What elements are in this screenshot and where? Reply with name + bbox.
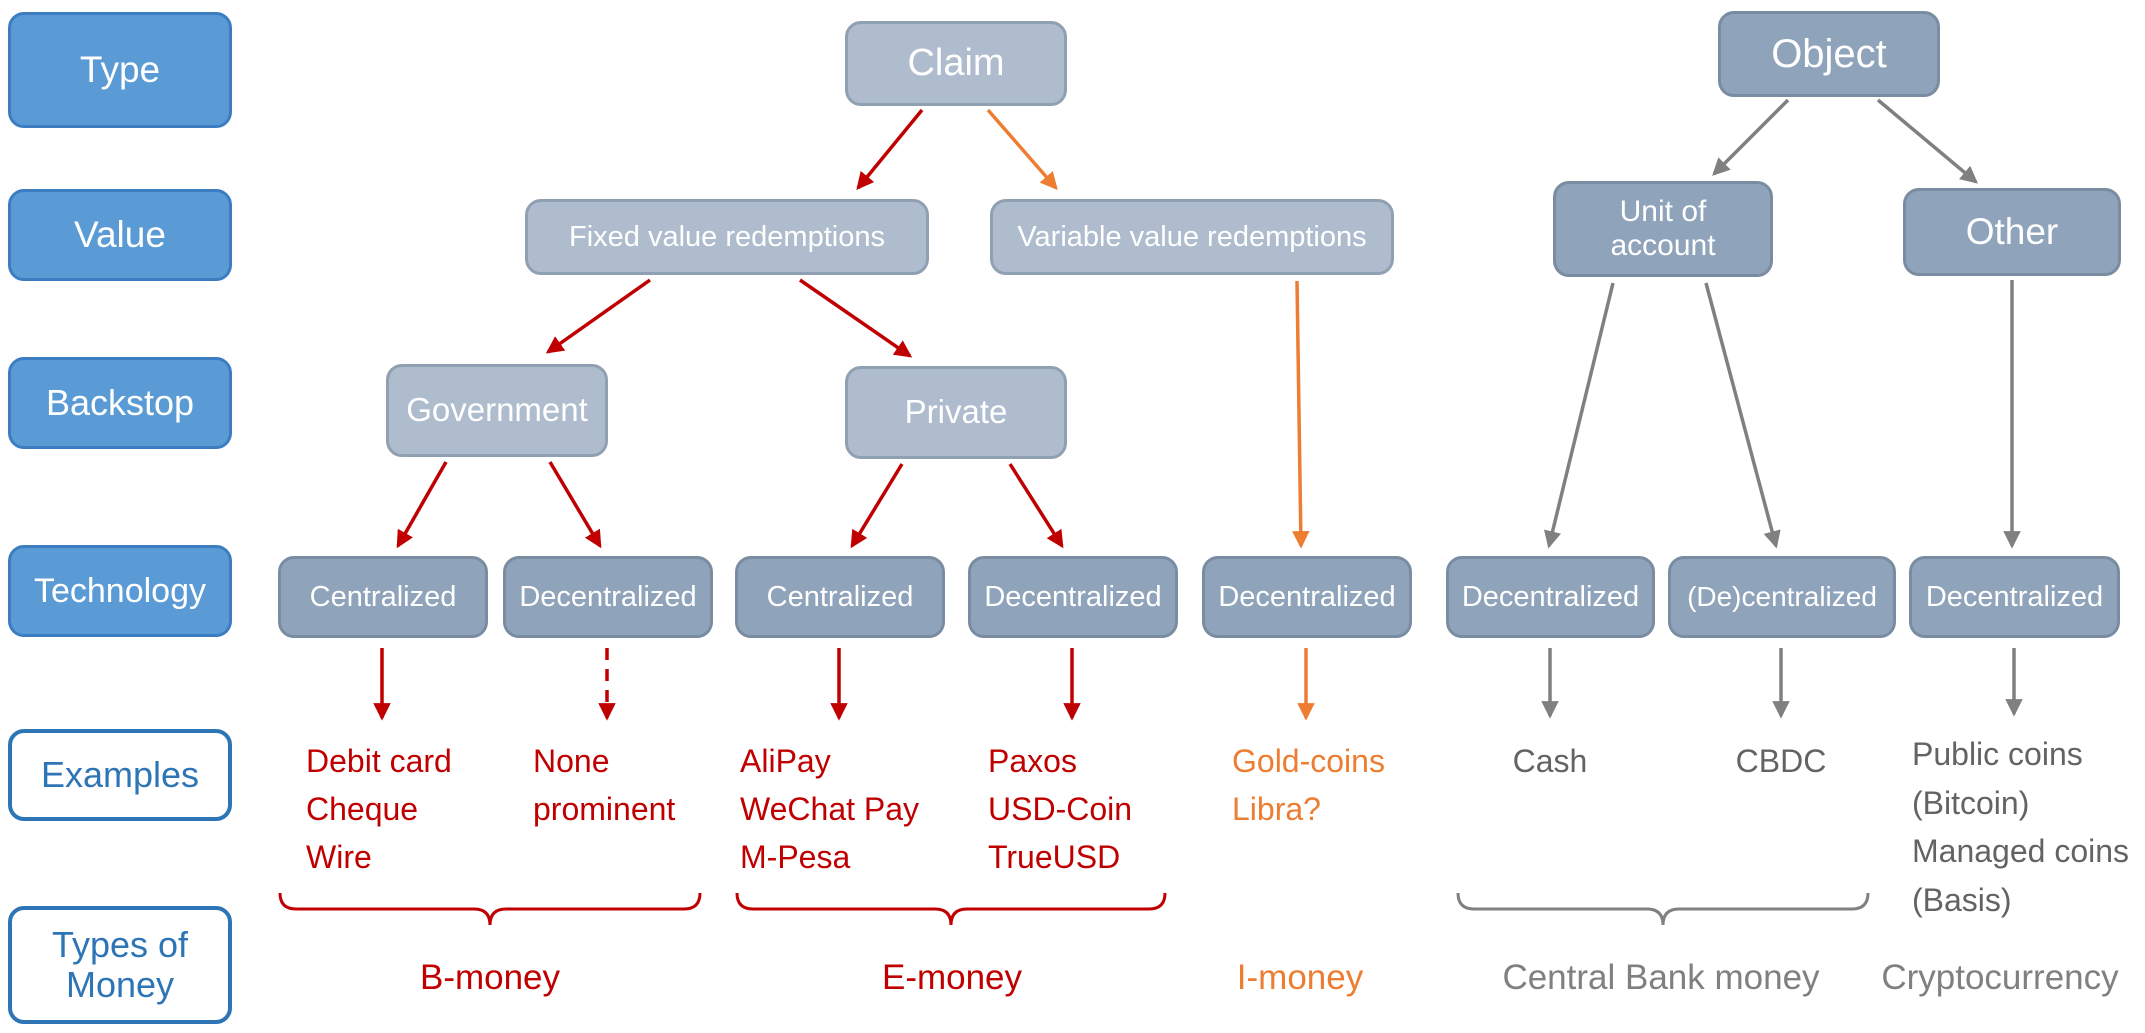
row-label-backstop: Backstop — [8, 357, 232, 449]
row-label-examples-text: Examples — [40, 753, 200, 795]
row-label-type: Type — [8, 12, 232, 128]
example-line: Cash — [1512, 743, 1588, 779]
examples-cash: Cash — [1480, 737, 1620, 785]
node-tech-unit-decentralized: Decentralized — [1446, 556, 1655, 638]
node-private: Private — [845, 366, 1067, 459]
example-line: WeChat Pay — [740, 791, 920, 827]
arrow-unit-to-de-centralized — [1704, 282, 1781, 549]
node-claim-text: Claim — [907, 42, 1005, 85]
node-object: Object — [1718, 11, 1940, 97]
money-type-b-money-text: B-money — [419, 958, 561, 997]
row-label-types-of-money-text: Types of Money — [51, 923, 189, 1005]
brace-central-bank-money — [1456, 892, 1870, 926]
node-variable-value-text: Variable value redemptions — [1017, 220, 1367, 253]
example-line: CBDC — [1735, 743, 1827, 779]
node-tech-gov-decentralized-text: Decentralized — [519, 580, 697, 613]
example-line: USD-Coin — [988, 791, 1133, 827]
row-label-backstop-text: Backstop — [45, 381, 195, 423]
brace-e-money — [735, 892, 1167, 926]
examples-e-money-centralized: AliPay WeChat Pay M-Pesa — [740, 737, 919, 881]
money-type-cryptocurrency-text: Cryptocurrency — [1881, 958, 2119, 997]
arrow-unit-to-decentralized — [1544, 282, 1615, 549]
examples-cryptocurrency: Public coins (Bitcoin) Managed coins (Ba… — [1912, 730, 2129, 925]
money-type-i-money: I-money — [1150, 958, 1450, 998]
row-label-technology-text: Technology — [33, 571, 206, 610]
arrow-government-to-centralized — [396, 461, 448, 549]
node-tech-priv-centralized-text: Centralized — [766, 580, 914, 613]
examples-b-money-centralized: Debit card Cheque Wire — [306, 737, 452, 881]
arrow-fixed-to-government — [545, 278, 652, 354]
example-line: Debit card — [306, 743, 452, 779]
node-object-text: Object — [1771, 31, 1887, 76]
node-tech-other-decentralized-text: Decentralized — [1925, 580, 2104, 613]
examples-cbdc: CBDC — [1711, 737, 1851, 785]
node-tech-unit-de-centralized: (De)centralized — [1668, 556, 1896, 638]
node-tech-unit-de-centralized-text: (De)centralized — [1687, 581, 1877, 613]
arrow-object-to-unit-of-account — [1712, 98, 1790, 176]
node-variable-value-redemptions: Variable value redemptions — [990, 199, 1394, 275]
row-label-examples: Examples — [8, 729, 232, 821]
arrow-private-to-centralized — [850, 463, 904, 549]
examples-e-money-decentralized: Paxos USD-Coin TrueUSD — [988, 737, 1132, 881]
money-type-central-bank: Central Bank money — [1461, 958, 1861, 998]
example-line: M-Pesa — [740, 839, 851, 875]
node-tech-gov-centralized: Centralized — [278, 556, 488, 638]
example-line: prominent — [533, 791, 676, 827]
row-label-type-text: Type — [79, 49, 161, 91]
node-tech-other-decentralized: Decentralized — [1909, 556, 2120, 638]
example-line: Cheque — [306, 791, 419, 827]
row-label-types-of-money: Types of Money — [8, 906, 232, 1024]
example-line: Public coins — [1912, 736, 2083, 772]
arrow-government-to-decentralized — [548, 461, 602, 549]
node-other-text: Other — [1965, 211, 2059, 253]
brace-b-money — [278, 892, 702, 926]
node-government-text: Government — [406, 391, 588, 429]
example-line: Wire — [306, 839, 372, 875]
arrow-fixed-to-private — [799, 278, 913, 358]
money-type-cryptocurrency: Cryptocurrency — [1858, 958, 2142, 998]
money-type-e-money-text: E-money — [881, 958, 1023, 997]
node-tech-priv-centralized: Centralized — [735, 556, 945, 638]
examples-b-money-decentralized: None prominent — [533, 737, 675, 833]
node-private-text: Private — [904, 393, 1008, 431]
example-line: Libra? — [1232, 791, 1321, 827]
money-type-e-money: E-money — [802, 958, 1102, 998]
example-line: Managed coins — [1912, 833, 2130, 870]
node-fixed-value-text: Fixed value redemptions — [569, 220, 885, 253]
arrow-claim-to-variable — [986, 108, 1058, 190]
node-unit-of-account: Unit of account — [1553, 181, 1773, 277]
arrow-private-to-decentralized — [1008, 463, 1064, 549]
arrow-claim-to-fixed — [856, 108, 924, 191]
node-other: Other — [1903, 188, 2121, 276]
example-line: Paxos — [988, 743, 1077, 779]
example-line: (Bitcoin) — [1912, 784, 2030, 821]
node-fixed-value-redemptions: Fixed value redemptions — [525, 199, 929, 275]
node-tech-gov-decentralized: Decentralized — [503, 556, 713, 638]
row-label-value-text: Value — [74, 214, 166, 256]
row-label-value: Value — [8, 189, 232, 281]
node-tech-variable-decentralized: Decentralized — [1202, 556, 1412, 638]
example-line: AliPay — [740, 743, 831, 779]
row-label-technology: Technology — [8, 545, 232, 637]
money-type-central-bank-text: Central Bank money — [1502, 958, 1820, 997]
node-tech-priv-decentralized-text: Decentralized — [984, 580, 1162, 613]
money-type-i-money-text: I-money — [1236, 958, 1364, 997]
example-line: TrueUSD — [988, 839, 1121, 875]
node-unit-of-account-text: Unit of account — [1610, 195, 1716, 262]
example-line: Gold-coins — [1232, 743, 1385, 779]
money-type-b-money: B-money — [340, 958, 640, 998]
examples-i-money: Gold-coins Libra? — [1232, 737, 1385, 833]
example-line: None — [533, 743, 610, 779]
node-government: Government — [386, 364, 608, 457]
arrow-object-to-other — [1876, 98, 1979, 184]
node-tech-priv-decentralized: Decentralized — [968, 556, 1178, 638]
arrow-variable-to-decentralized — [1292, 280, 1310, 549]
example-line: (Basis) — [1912, 881, 2012, 918]
node-tech-variable-decentralized-text: Decentralized — [1218, 580, 1396, 613]
node-tech-unit-decentralized-text: Decentralized — [1461, 580, 1640, 613]
node-claim: Claim — [845, 21, 1067, 106]
node-tech-gov-centralized-text: Centralized — [309, 580, 457, 613]
